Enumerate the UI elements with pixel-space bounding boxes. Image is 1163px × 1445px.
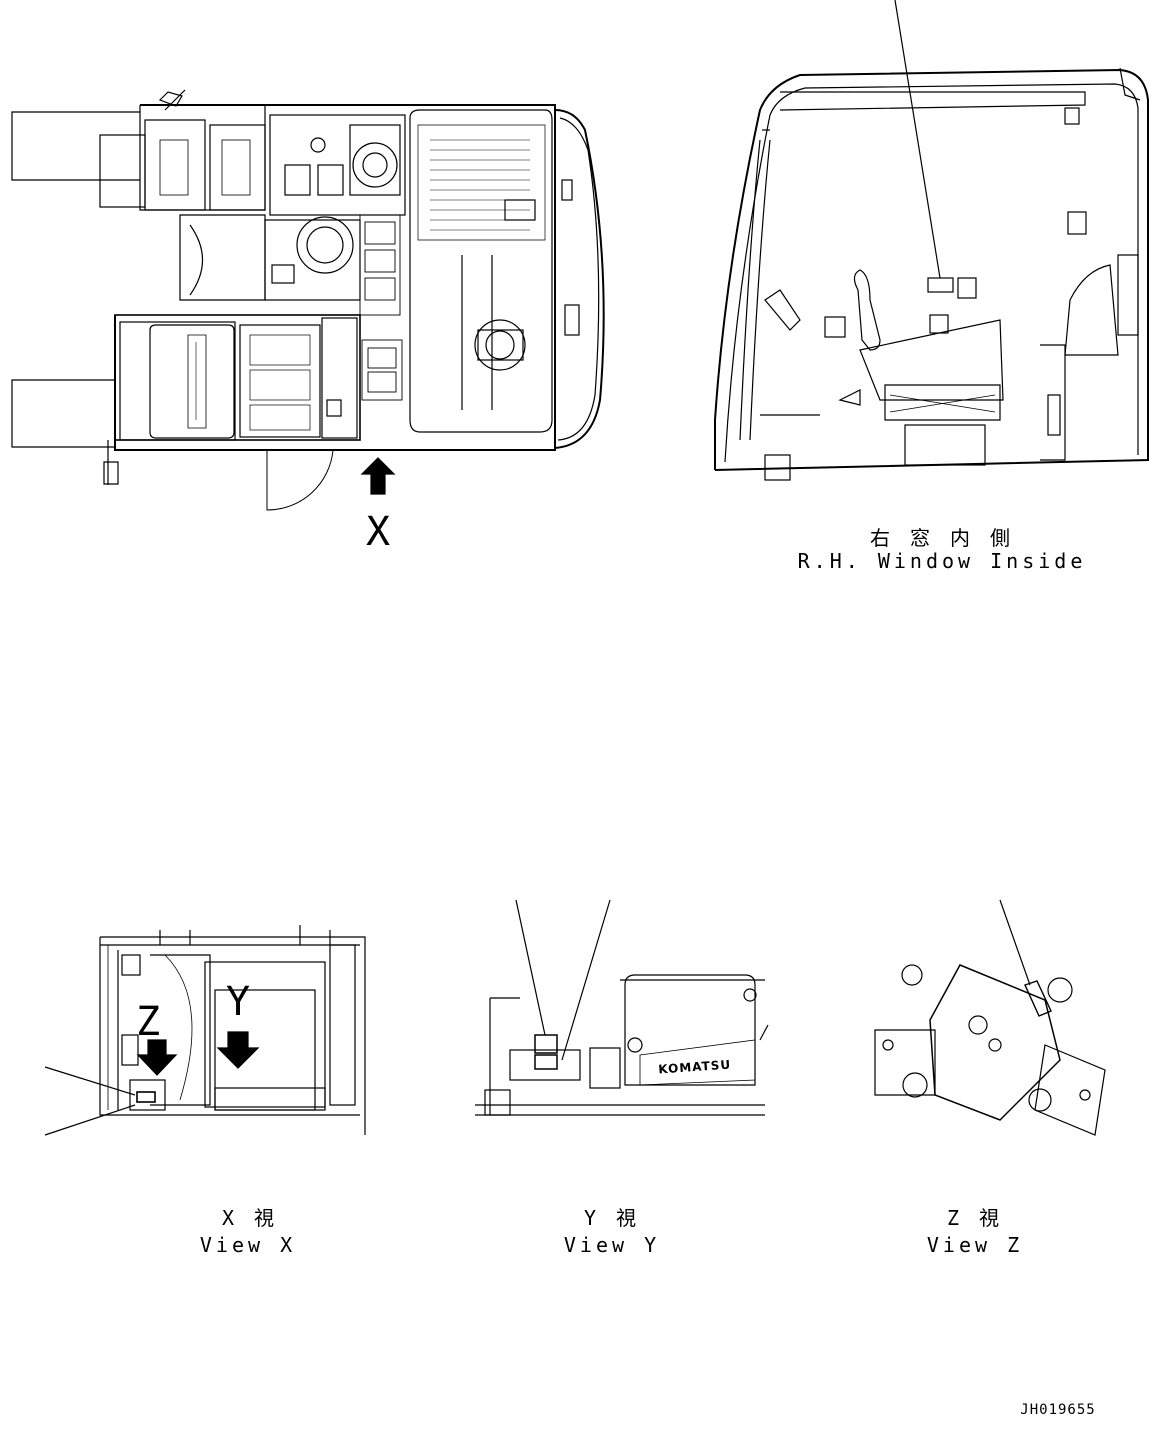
drawing-code: JH019655 bbox=[1020, 1402, 1095, 1418]
view-z-leader bbox=[999, 899, 1031, 986]
view-x-leader-2 bbox=[44, 1104, 136, 1136]
label-leader-line bbox=[894, 0, 941, 279]
view-x-z-letter: Z bbox=[136, 999, 160, 1045]
view-x-leader-1 bbox=[44, 1066, 136, 1096]
view-y-caption-en: View Y bbox=[564, 1233, 660, 1257]
view-y-leader-1 bbox=[515, 899, 546, 1036]
rh-window-inside-view bbox=[714, 0, 1149, 481]
view-z-caption-en: View Z bbox=[927, 1233, 1023, 1257]
top-view-x-letter: X bbox=[366, 509, 390, 555]
callout-bracket-bottom bbox=[11, 379, 115, 448]
z-direction-arrow bbox=[136, 1039, 178, 1076]
view-z-caption-jp: Z 視 bbox=[947, 1206, 1003, 1230]
cab-top-view: X bbox=[11, 89, 605, 555]
y-direction-arrow bbox=[216, 1031, 260, 1069]
view-x-y-letter: Y bbox=[226, 979, 250, 1025]
callout-bracket-top bbox=[11, 111, 140, 181]
view-x-caption-jp: X 視 bbox=[222, 1206, 278, 1230]
view-y-leader-2 bbox=[561, 899, 611, 1061]
view-y-drawing: KOMATSU bbox=[475, 899, 769, 1116]
x-direction-arrow bbox=[360, 457, 396, 495]
rh-window-caption-jp: 右 窓 内 側 bbox=[870, 526, 1014, 550]
rh-window-caption-en: R.H. Window Inside bbox=[798, 549, 1087, 573]
view-x-caption-en: View X bbox=[200, 1233, 296, 1257]
view-x-drawing: Z Y bbox=[44, 925, 366, 1136]
view-z-drawing bbox=[874, 899, 1106, 1136]
view-y-caption-jp: Y 視 bbox=[584, 1206, 640, 1230]
view-y-brand-text: KOMATSU bbox=[658, 1057, 732, 1076]
